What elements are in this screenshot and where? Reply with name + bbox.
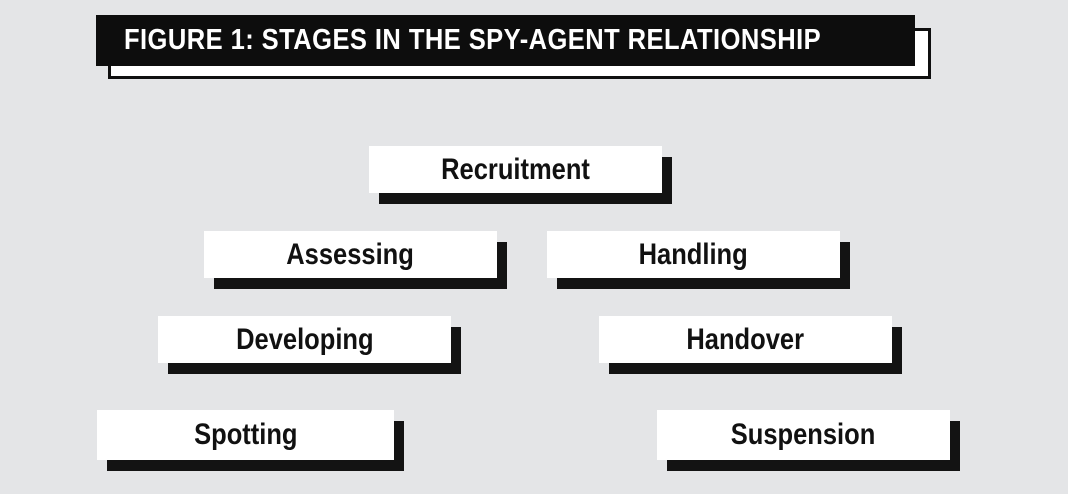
stage-label-suspension: Suspension xyxy=(731,418,876,451)
stage-label-assessing: Assessing xyxy=(286,237,415,271)
stage-box-suspension: Suspension xyxy=(657,410,950,460)
stage-box-handover: Handover xyxy=(599,316,892,363)
stage-box-handling: Handling xyxy=(547,231,840,278)
stage-box-spotting: Spotting xyxy=(97,410,394,460)
stage-label-recruitment: Recruitment xyxy=(441,152,590,186)
figure-title: FIGURE 1: STAGES IN THE SPY-AGENT RELATI… xyxy=(124,24,822,56)
stage-box-assessing: Assessing xyxy=(204,231,497,278)
stage-label-handling: Handling xyxy=(638,237,749,271)
stage-label-spotting: Spotting xyxy=(193,418,298,451)
figure-title-bar: FIGURE 1: STAGES IN THE SPY-AGENT RELATI… xyxy=(96,15,915,66)
stage-label-developing: Developing xyxy=(235,322,374,356)
stage-box-developing: Developing xyxy=(158,316,451,363)
stage-label-handover: Handover xyxy=(686,322,805,356)
stage-box-recruitment: Recruitment xyxy=(369,146,662,193)
